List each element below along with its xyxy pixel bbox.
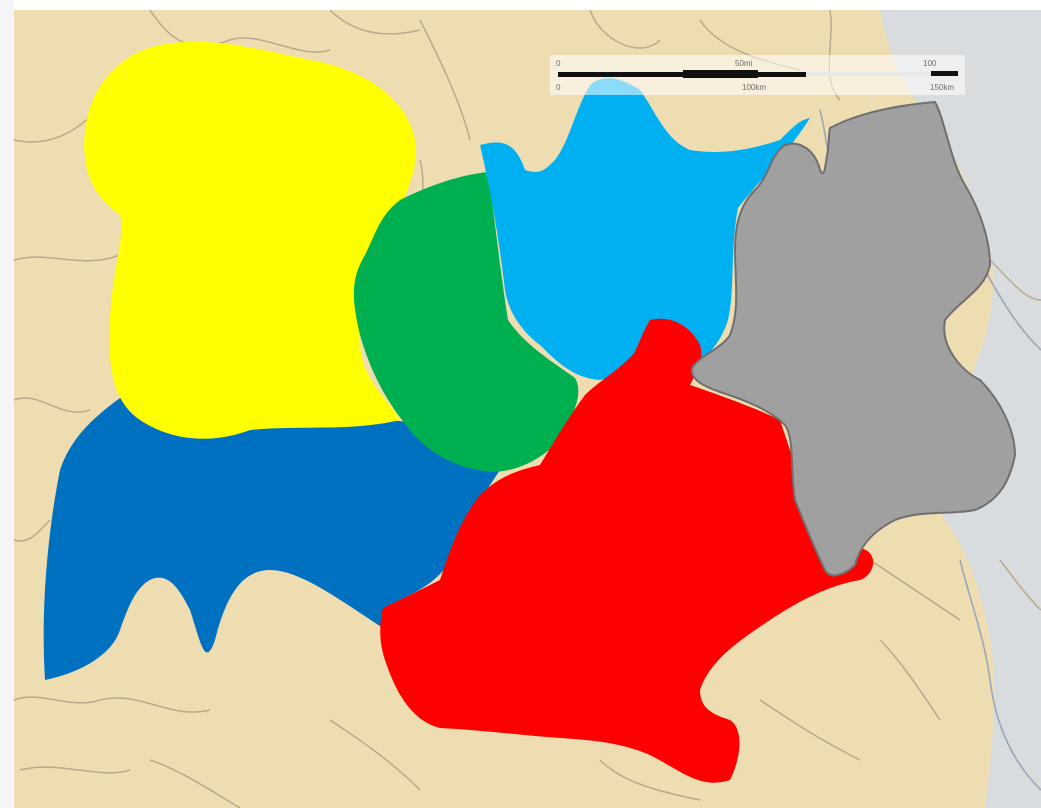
scale-bar-segment-2 — [683, 70, 758, 78]
region-light-blue[interactable] — [480, 78, 810, 381]
region-gray[interactable] — [690, 100, 1017, 577]
region-red[interactable] — [380, 318, 874, 783]
top-edge — [0, 0, 1041, 10]
scale-bar-segment-4 — [806, 72, 931, 76]
scale-label-end-mi: 100 — [923, 59, 937, 68]
region-yellow[interactable] — [84, 41, 416, 439]
left-edge — [0, 0, 14, 808]
scale-bar-segment-3 — [758, 72, 806, 77]
scale-bar-segment-5 — [931, 71, 958, 76]
scale-label-mid-km: 100km — [742, 83, 766, 92]
scale-label-end-km: 150km — [930, 83, 954, 92]
scale-bar-segment-1 — [558, 72, 683, 77]
region-green[interactable] — [353, 172, 579, 472]
scale-label-mid-mi: 50mi — [735, 59, 753, 68]
scale-bar: 0 50mi 100 0 100km 150km — [550, 55, 965, 95]
scale-label-zero-mi: 0 — [556, 59, 561, 68]
scale-label-zero-km: 0 — [556, 83, 561, 92]
